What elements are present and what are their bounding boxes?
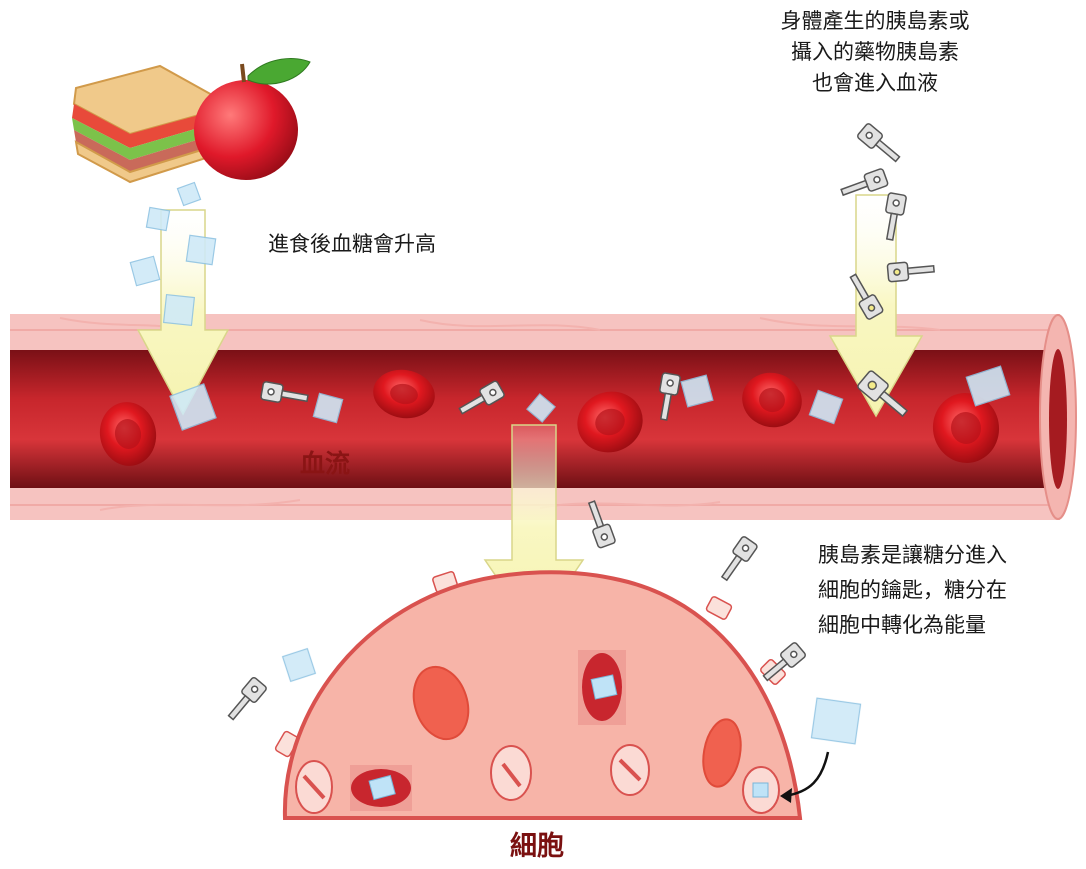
insulin-key-line: 細胞中轉化為能量 xyxy=(818,608,1007,643)
sugar-entry-vesicle xyxy=(743,767,779,813)
cell xyxy=(275,571,828,818)
insulin-key-label: 胰島素是讓糖分進入 細胞的鑰匙，糖分在 細胞中轉化為能量 xyxy=(818,538,1007,643)
sugar-cube-icon xyxy=(186,235,215,264)
insulin-key-line: 細胞的鑰匙，糖分在 xyxy=(818,573,1007,608)
apple-icon xyxy=(194,59,310,180)
sandwich-icon xyxy=(72,66,214,182)
insulin-key-icon xyxy=(887,260,934,282)
sugar-cube-icon xyxy=(146,207,169,230)
sugar-cube-icon xyxy=(164,295,195,326)
insulin-source-label: 身體產生的胰島素或 攝入的藥物胰島素 也會進入血液 xyxy=(740,6,1010,99)
sugar-organelle xyxy=(578,650,626,725)
insulin-source-line: 也會進入血液 xyxy=(740,68,1010,99)
insulin-source-line: 身體產生的胰島素或 xyxy=(740,6,1010,37)
food-raises-sugar-label: 進食後血糖會升高 xyxy=(268,228,436,258)
sugar-cube-icon xyxy=(177,182,200,205)
sugar-cube-icon xyxy=(313,393,342,422)
sugar-cube-icon xyxy=(283,649,316,682)
insulin-source-line: 攝入的藥物胰島素 xyxy=(740,37,1010,68)
blood-stream-label: 血流 xyxy=(300,444,350,480)
sugar-cube-icon xyxy=(130,256,159,285)
insulin-key-line: 胰島素是讓糖分進入 xyxy=(818,538,1007,573)
sugar-cube-icon xyxy=(811,698,860,744)
insulin-key-icon xyxy=(717,536,758,584)
insulin-key-icon xyxy=(224,677,267,724)
insulin-key-icon xyxy=(857,123,904,166)
sugar-organelle xyxy=(350,765,412,811)
cell-label: 細胞 xyxy=(510,824,564,863)
